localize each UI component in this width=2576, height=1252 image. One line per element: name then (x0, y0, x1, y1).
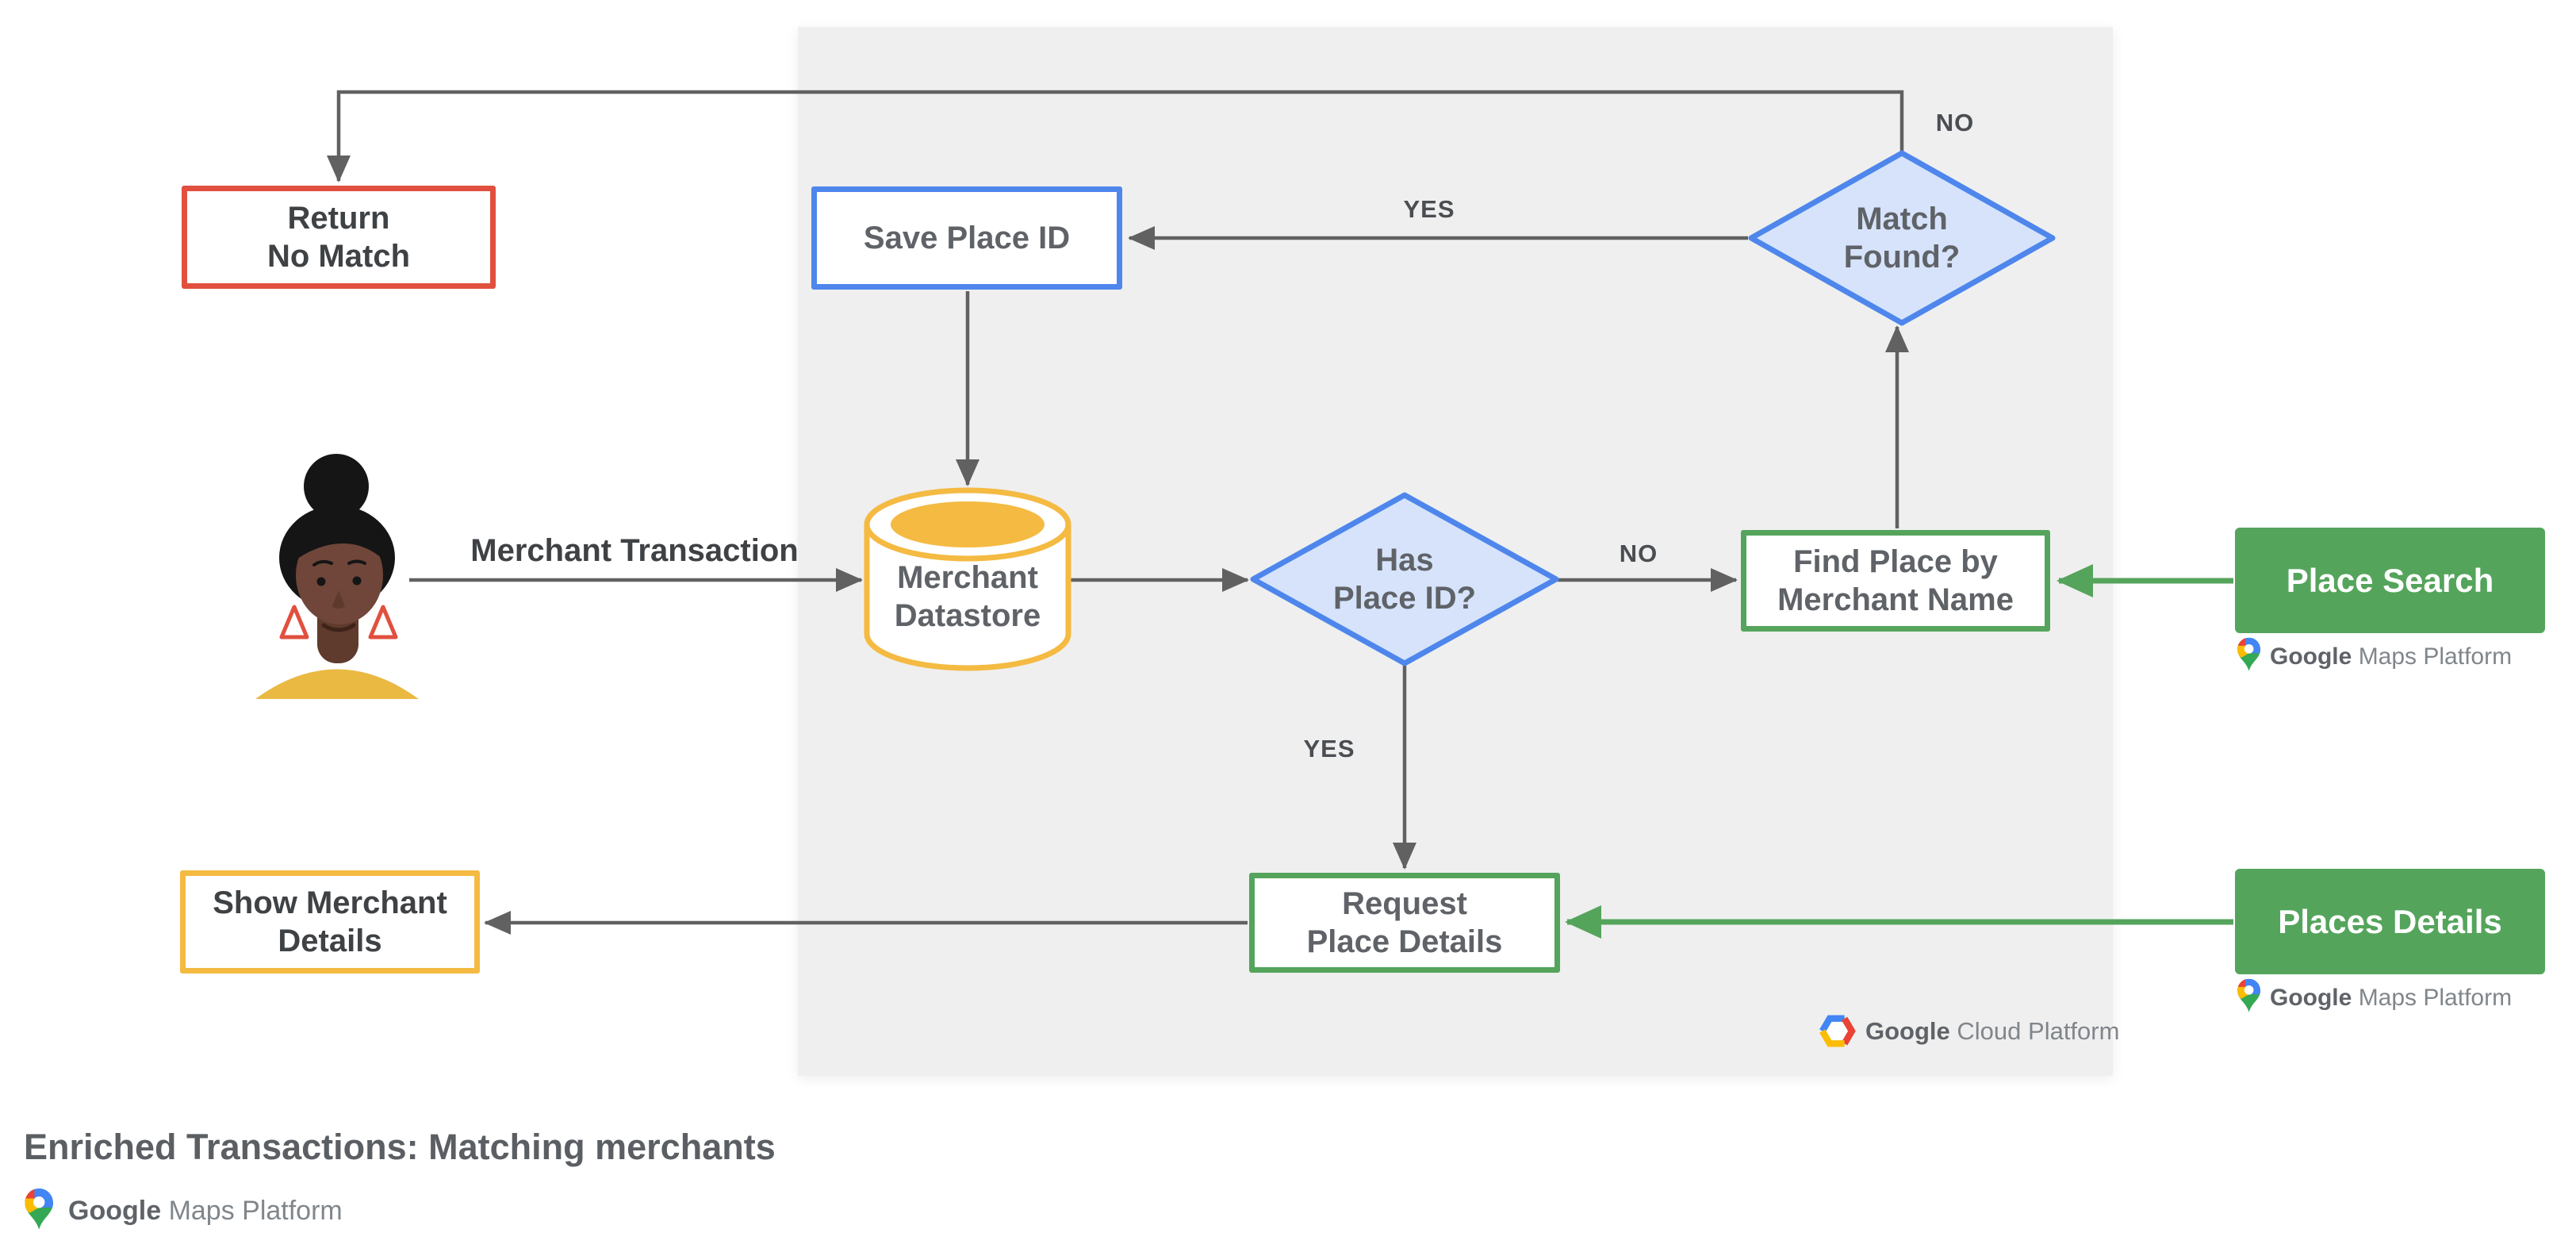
page-title: Enriched Transactions: Matching merchant… (24, 1127, 776, 1167)
node-label: Place Search (2286, 561, 2494, 599)
maps-pin-icon (24, 1188, 54, 1231)
node-label: Request (1342, 886, 1467, 921)
place-search-api-node: Place Search (2235, 528, 2545, 633)
return-no-match-node: Return No Match (182, 186, 496, 289)
match-found-diamond (1748, 150, 2056, 326)
edge-match-found-no (327, 90, 1904, 182)
request-place-details-node: Request Place Details (1249, 873, 1560, 973)
node-label: Details (278, 924, 382, 958)
node-label: Place Details (1306, 924, 1503, 959)
merchant-datastore-cylinder (864, 487, 1071, 671)
find-place-by-merchant-name-node: Find Place by Merchant Name (1741, 530, 2050, 632)
save-place-id-node: Save Place ID (811, 186, 1122, 290)
node-label: Places Details (2278, 902, 2502, 940)
user-avatar (255, 454, 419, 699)
show-merchant-details-node: Show Merchant Details (180, 870, 480, 974)
maps-pin-icon (2237, 637, 2261, 672)
merchant-datastore-label: Merchant Datastore (894, 560, 1041, 633)
has-place-id-no-label: NO (1619, 540, 1658, 567)
node-label: Save Place ID (863, 221, 1071, 255)
maps-pin-icon (2237, 978, 2261, 1013)
places-details-api-node: Places Details (2235, 869, 2545, 974)
node-label: Find Place by (1793, 544, 1998, 579)
footer-maps-platform-logo: Google Maps Platform (68, 1196, 343, 1226)
node-label: Return (287, 201, 390, 236)
has-place-id-diamond (1250, 492, 1559, 666)
match-found-no-label: NO (1935, 109, 1975, 136)
node-label: Merchant Name (1777, 582, 2014, 617)
node-label: No Match (267, 239, 410, 274)
has-place-id-label: Has Place ID? (1332, 543, 1477, 616)
match-found-yes-label: YES (1403, 195, 1455, 223)
has-place-id-yes-label: YES (1303, 735, 1355, 762)
places-details-attribution-logo: Google Maps Platform (2270, 985, 2513, 1011)
node-label: Show Merchant (213, 885, 447, 920)
merchant-transaction-label: Merchant Transaction (470, 533, 799, 568)
cloud-hexagon-icon (1823, 1019, 1852, 1044)
place-search-attribution-logo: Google Maps Platform (2270, 643, 2513, 670)
google-cloud-platform-logo: Google Cloud Platform (1865, 1017, 2120, 1045)
match-found-label: Match Found? (1843, 202, 1961, 275)
